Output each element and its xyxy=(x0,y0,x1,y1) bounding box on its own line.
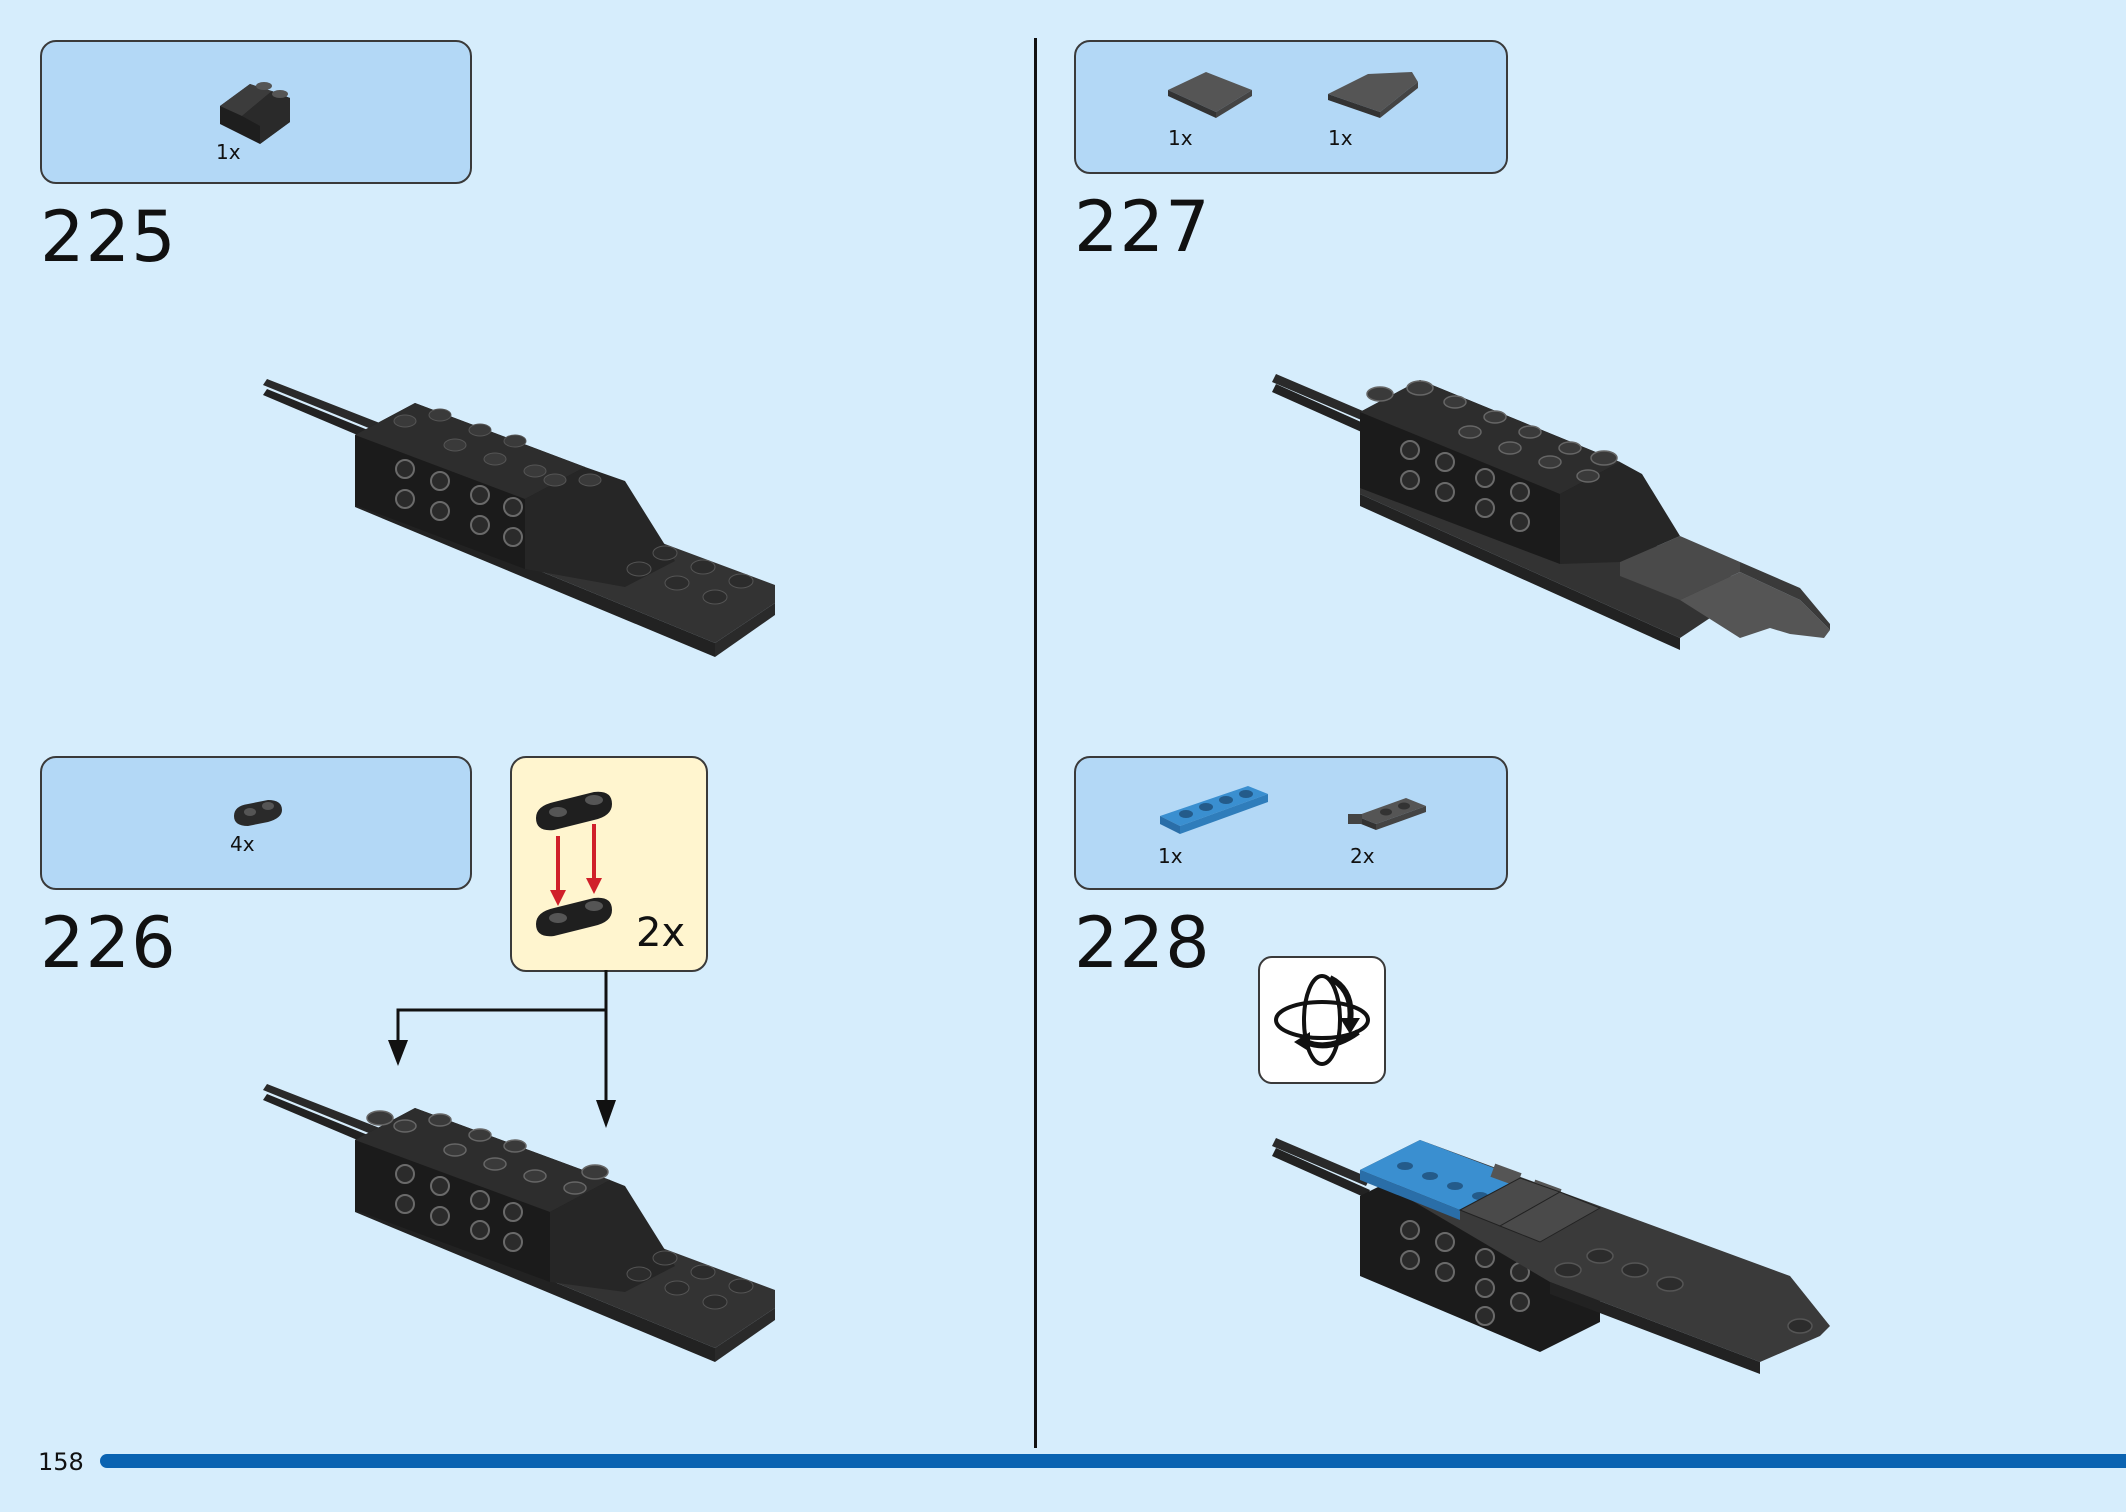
wedge-tile-icon xyxy=(1328,72,1418,118)
page-number: 158 xyxy=(38,1448,84,1476)
model-step-225 xyxy=(263,379,775,657)
model-step-227 xyxy=(1272,374,1830,650)
tile-icon xyxy=(1168,72,1252,118)
parts-box-step-227: 1x 1x xyxy=(1074,40,1508,174)
step-number-226: 226 xyxy=(40,902,177,984)
rotate-icon xyxy=(1274,974,1370,1066)
parts-box-step-226: 4x xyxy=(40,756,472,890)
rounded-plate-icon xyxy=(234,800,282,826)
parts-box-step-228: 1x 2x xyxy=(1074,756,1508,890)
column-divider xyxy=(1034,38,1037,1448)
subassembly-box: 2x xyxy=(510,756,708,972)
step-number-225: 225 xyxy=(40,196,177,278)
page-footer-bar xyxy=(100,1454,2126,1468)
model-step-228 xyxy=(1272,1138,1830,1374)
part-qty: 2x xyxy=(1350,844,1375,868)
blue-plate-icon xyxy=(1160,786,1268,834)
subassembly-qty: 2x xyxy=(636,910,686,956)
rotate-model-box xyxy=(1258,956,1386,1084)
part-qty: 1x xyxy=(1168,126,1193,150)
subassembly-diagram xyxy=(536,791,612,937)
step-number-228: 228 xyxy=(1074,902,1211,984)
part-qty: 1x xyxy=(1328,126,1353,150)
parts-box-step-225: 1x xyxy=(40,40,472,184)
callout-arrows xyxy=(388,970,616,1128)
part-qty: 1x xyxy=(216,140,241,164)
clip-plate-icon xyxy=(1348,798,1426,830)
slope-brick-icon xyxy=(220,82,290,144)
part-qty: 4x xyxy=(230,832,255,856)
model-step-226 xyxy=(263,1084,775,1362)
step-number-227: 227 xyxy=(1074,186,1211,268)
part-qty: 1x xyxy=(1158,844,1183,868)
